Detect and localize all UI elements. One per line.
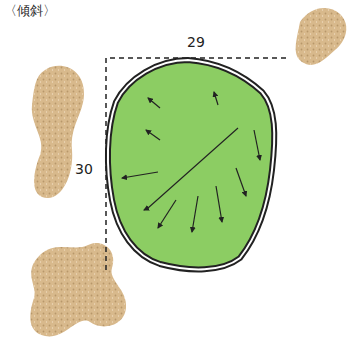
dimension-label: 29 [187, 35, 205, 50]
dimension-line [106, 58, 286, 270]
putting-green [108, 60, 274, 269]
green-edge [108, 60, 274, 269]
dimension-label: 30 [75, 162, 93, 177]
slope-arrows [122, 92, 260, 232]
bunker [296, 8, 347, 65]
diagram-title: 〈傾斜〉 [4, 4, 56, 18]
bunker [32, 66, 84, 198]
bunker [30, 243, 126, 336]
